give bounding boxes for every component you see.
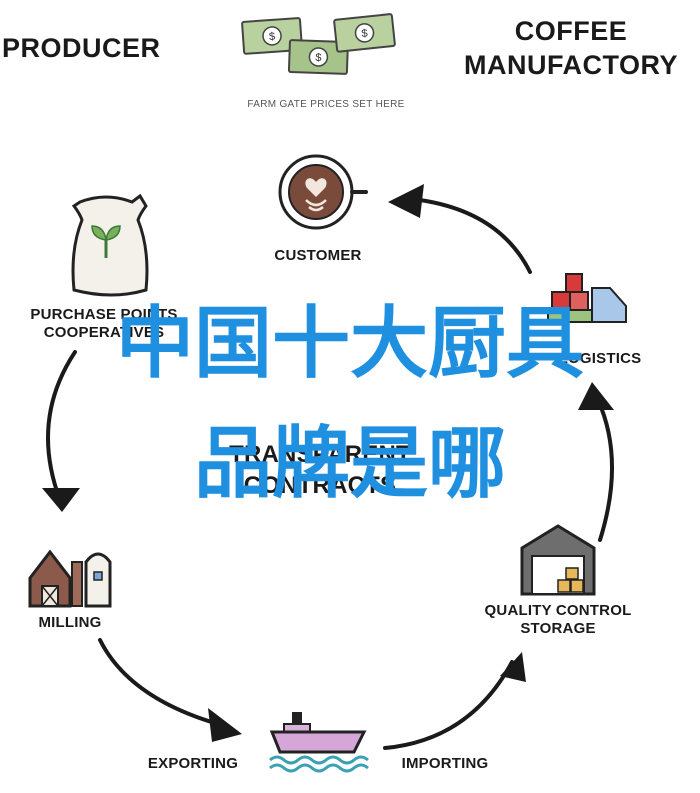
- quality-control-label-line1: QUALITY CONTROL: [484, 602, 632, 619]
- transparent-contracts-line2: CONTRACTS: [243, 472, 397, 499]
- overlay-title-line1: 中国十大厨具: [115, 299, 584, 389]
- exporting-label: EXPORTING: [147, 755, 239, 772]
- arrowhead-milling: [42, 488, 80, 512]
- arrow-importing-to-quality: [383, 660, 514, 750]
- svg-text:$: $: [361, 28, 368, 41]
- arrow-quality-to-logistics: [596, 398, 614, 542]
- arrowheads: [42, 184, 614, 742]
- svg-text:$: $: [269, 31, 276, 43]
- purchase-points-label-line2: COOPERATIVES: [43, 324, 165, 341]
- arrow-milling-to-exporting: [98, 638, 227, 728]
- coffee-manufactory-line1: COFFEE: [514, 16, 628, 46]
- mill-barn-icon: [28, 549, 112, 608]
- transparent-contracts-line1: TRANSPARENT: [229, 441, 411, 468]
- coffee-cup-icon: [278, 154, 368, 230]
- milling-label: MILLING: [38, 614, 102, 631]
- ship-icon: [269, 712, 369, 773]
- arrowhead-logistics: [578, 382, 614, 410]
- warehouse-icon: [520, 524, 596, 596]
- money-stack-icon: $ $ $: [241, 13, 396, 75]
- arrow-logistics-to-customer: [418, 198, 532, 274]
- money-caption: FARM GATE PRICES SET HERE: [247, 99, 405, 110]
- arrowhead-quality: [500, 652, 526, 682]
- truck-icon: [547, 273, 627, 323]
- arrow-purchase-to-milling: [46, 350, 77, 502]
- producer-heading: PRODUCER: [2, 33, 161, 63]
- seed-bag-icon: [71, 193, 149, 297]
- svg-text:$: $: [315, 52, 322, 64]
- arrowhead-exporting: [208, 708, 242, 742]
- overlay-title-line2: 品牌是哪: [193, 419, 506, 509]
- coffee-manufactory-line2: MANUFACTORY: [464, 50, 678, 80]
- cycle-arrows: [46, 198, 614, 750]
- logistics-label: LOGISTICS: [558, 350, 642, 367]
- importing-label: IMPORTING: [401, 755, 489, 772]
- arrowhead-customer: [388, 184, 424, 218]
- quality-control-label-line2: STORAGE: [520, 620, 596, 637]
- purchase-points-label-line1: PURCHASE POINTS: [30, 306, 178, 323]
- customer-label: CUSTOMER: [274, 247, 362, 264]
